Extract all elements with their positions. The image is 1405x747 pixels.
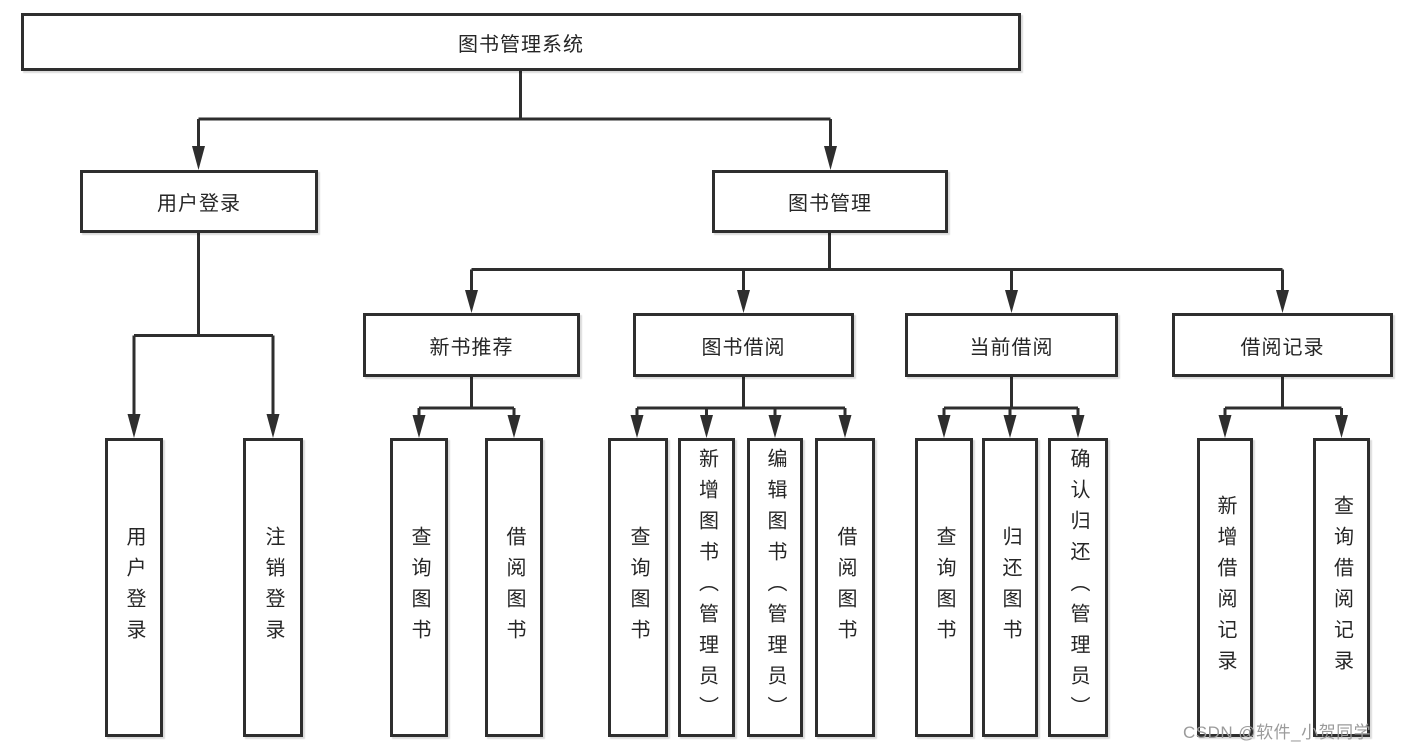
leaf-label: 查询借阅记录 [1330, 494, 1353, 681]
leaf-label: 新增借阅记录 [1214, 494, 1236, 681]
node-label: 图书借阅 [701, 336, 786, 359]
connector-root-to-level2 [197, 70, 832, 148]
leaf-query-books-borrow: 查询图书 [608, 438, 668, 737]
node-label: 图书管理系统 [458, 33, 584, 56]
leaf-label: 编辑图书（管理员） [764, 448, 786, 727]
node-book-borrow: 图书借阅 [633, 313, 854, 377]
leaf-query-books-current: 查询图书 [915, 438, 973, 737]
node-library-management-system: 图书管理系统 [21, 13, 1021, 71]
node-label: 用户登录 [157, 193, 241, 215]
leaf-add-books-admin: 新增图书（管理员） [678, 438, 735, 737]
leaf-borrow-books: 借阅图书 [815, 438, 875, 737]
leaf-edit-books-admin: 编辑图书（管理员） [747, 438, 803, 737]
leaf-confirm-return-admin: 确认归还（管理员） [1048, 438, 1108, 737]
node-label: 新书推荐 [429, 336, 514, 359]
node-label: 图书管理 [788, 193, 872, 215]
leaf-label: 借阅图书 [503, 525, 525, 650]
leaf-logout: 注销登录 [243, 438, 303, 737]
leaf-add-borrow-record: 新增借阅记录 [1197, 438, 1253, 737]
leaf-label: 注销登录 [262, 525, 284, 650]
node-user-login: 用户登录 [80, 170, 318, 233]
leaf-label: 借阅图书 [834, 525, 856, 650]
leaf-label: 查询图书 [933, 525, 955, 650]
connector-bookborrow-to-leaves [635, 377, 847, 416]
csdn-watermark: CSDN @软件_小贺同学 [1183, 723, 1372, 742]
leaf-label: 用户登录 [123, 525, 145, 650]
leaf-label: 归还图书 [999, 525, 1021, 650]
node-label: 借阅记录 [1240, 336, 1325, 359]
connector-bookmgmt-to-level3 [470, 233, 1284, 292]
leaf-query-books-recommend: 查询图书 [390, 438, 448, 737]
leaf-label: 查询图书 [408, 525, 430, 650]
leaf-label: 新增图书（管理员） [695, 448, 718, 727]
leaf-query-borrow-record: 查询借阅记录 [1313, 438, 1370, 737]
node-current-borrow: 当前借阅 [905, 313, 1118, 377]
connector-borrowrecords-to-leaves [1223, 377, 1343, 416]
leaf-label: 确认归还（管理员） [1067, 448, 1089, 727]
node-label: 当前借阅 [969, 336, 1054, 359]
leaf-return-books: 归还图书 [982, 438, 1038, 737]
node-book-management: 图书管理 [712, 170, 948, 233]
leaf-user-login: 用户登录 [105, 438, 163, 737]
connector-currentborrow-to-leaves [942, 377, 1080, 416]
leaf-borrow-books-recommend: 借阅图书 [485, 438, 543, 737]
connector-newbookrec-to-leaves [417, 377, 516, 416]
connector-userlogin-to-leaves [132, 233, 275, 416]
node-new-book-recommend: 新书推荐 [363, 313, 580, 377]
leaf-label: 查询图书 [627, 525, 649, 650]
node-borrow-records: 借阅记录 [1172, 313, 1393, 377]
